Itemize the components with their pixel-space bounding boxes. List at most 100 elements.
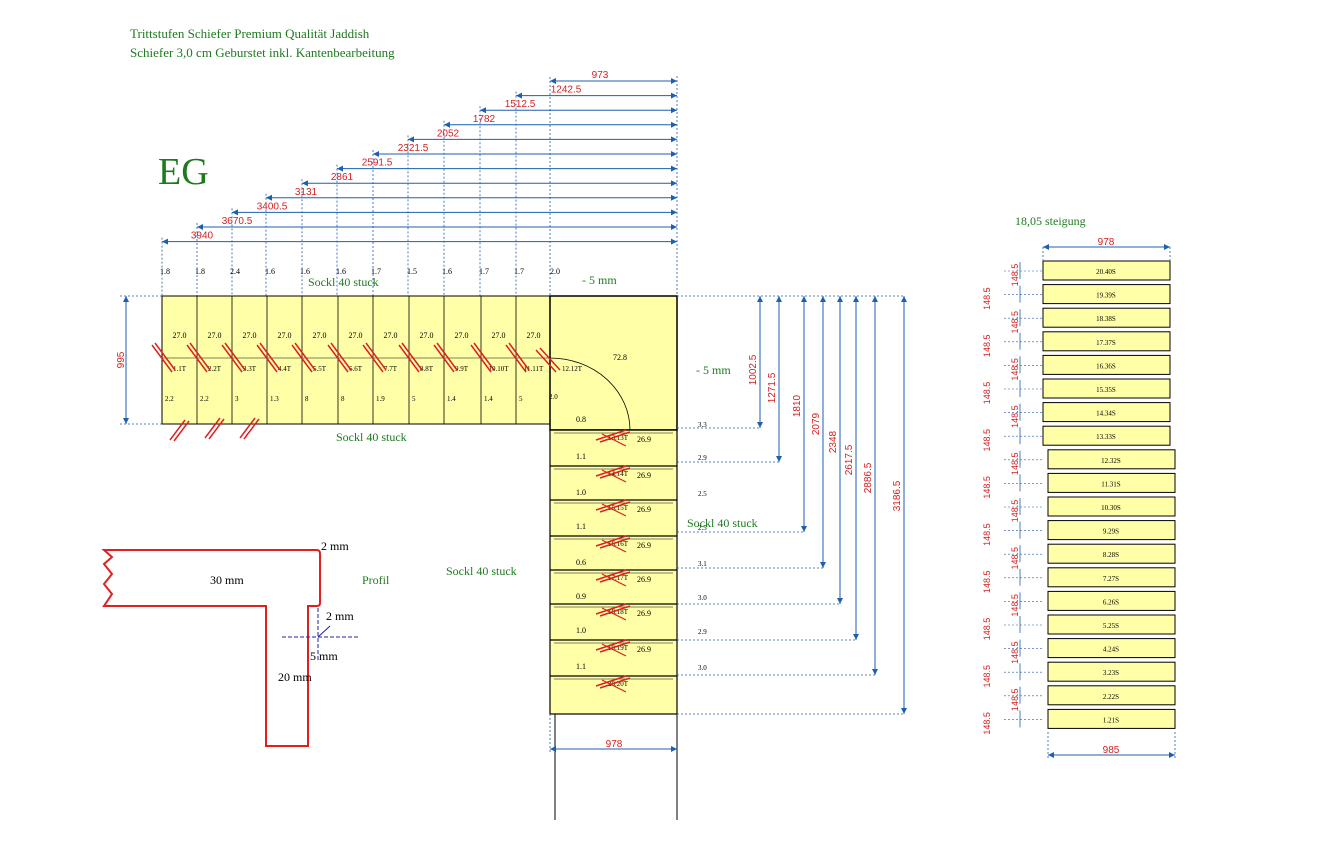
riser-board-6 [1042, 378, 1171, 399]
lower-step-id-3: 15.15T [608, 504, 629, 512]
left-dim-value: 995 [116, 351, 127, 368]
upper-hatch-a-3 [221, 344, 243, 373]
riser-height-2: 148.5 [982, 287, 992, 310]
sockl-label-3: Sockl 40 stuck [446, 564, 517, 578]
upper-step-bottom-3: 3 [235, 395, 239, 403]
lower-hatch-b-6 [599, 605, 631, 617]
upper-hatch-a-11 [505, 344, 527, 373]
upper-step-bottom-2: 2.2 [200, 395, 209, 403]
upper-step-id-11: 11.11T [524, 365, 544, 373]
riser-board-13 [1047, 543, 1176, 564]
top-dim-value-4: 1782 [473, 114, 496, 125]
riser-label-7: 14.34S [1096, 410, 1116, 418]
upper-bottom-hatch-b-3 [243, 418, 260, 440]
lower-step-width-5: 26.9 [637, 575, 651, 584]
profile-offset: 5 mm [310, 649, 338, 663]
lower-step-gap-4: 0.6 [576, 558, 586, 567]
riser-height-1: 148.5 [1010, 264, 1020, 287]
lower-hatch-a-5 [595, 569, 627, 581]
lower-hatch-a-8 [595, 675, 627, 687]
lower-step-id-4: 16.16T [608, 540, 629, 548]
upper-step-id-2: 2.2T [208, 365, 222, 373]
top-dim-line-2-arrow-right [671, 92, 677, 99]
top-dim-value-11: 3670.5 [222, 216, 253, 227]
lower-hatch-b-8 [599, 677, 631, 689]
lower-step-right-gap-7: 3.0 [698, 664, 707, 672]
profile-label: Profil [362, 573, 390, 587]
upper-step-bottom-8: 5 [412, 395, 416, 403]
lower-hatch-b-2 [599, 467, 631, 479]
upper-step-id-3: 3.3T [243, 365, 257, 373]
riser-top-dim-line-arrow-right [1164, 244, 1170, 250]
profile-side: 20 mm [278, 670, 312, 684]
upper-step-width-4: 27.0 [278, 331, 292, 340]
top-dim-line-4-arrow-right [671, 121, 677, 128]
riser-board-15 [1047, 590, 1176, 611]
upper-step-width-9: 27.0 [455, 331, 469, 340]
riser-label-19: 2.22S [1103, 693, 1119, 701]
top-dim-value-7: 2591.5 [362, 158, 393, 169]
top-dim-line-10-arrow-right [671, 209, 677, 216]
upper-hatch-a-8 [398, 344, 420, 373]
landing-hatch-b [539, 347, 561, 371]
upper-bottom-hatch-a-3 [239, 417, 256, 439]
profile-outline [101, 549, 321, 747]
lower-hatch-c-3 [601, 503, 627, 517]
landing-step [549, 295, 678, 431]
riser-board-2 [1042, 284, 1171, 305]
top-dim-value-3: 1512.5 [505, 99, 536, 110]
upper-bottom-hatch-b-2 [208, 418, 225, 440]
lower-step-id-6: 18.18T [608, 608, 629, 616]
top-dim-line-3-arrow-left [480, 107, 486, 114]
riser-label-5: 16.36S [1096, 362, 1116, 370]
riser-board-17 [1047, 638, 1176, 659]
right-dim-value-8: 3186.5 [892, 480, 903, 511]
top-dim-line-6-arrow-left [373, 151, 379, 157]
upper-step-bottom-10: 1.4 [484, 395, 493, 403]
lower-hatch-b-1 [599, 431, 631, 443]
sockl-label-4: Sockl 40 stuck [687, 516, 758, 530]
upper-gap-label-9: 1.6 [442, 267, 452, 276]
top-dim-value-9: 3131 [295, 187, 318, 198]
lower-step-gap-1: 1.1 [576, 452, 586, 461]
lower-step-id-7: 19.19T [608, 644, 629, 652]
riser-height-15: 148.5 [1010, 594, 1020, 617]
profile-radius-top: 2 mm [321, 539, 349, 553]
header-line-2: Schiefer 3,0 cm Geburstet inkl. Kantenbe… [130, 45, 395, 60]
top-dim-line-8-arrow-right [671, 180, 677, 187]
right-dim-line-8-arrow-bottom [901, 708, 907, 714]
riser-board-5 [1042, 354, 1171, 375]
riser-board-20 [1047, 708, 1176, 729]
upper-hatch-a-6 [327, 344, 349, 373]
profile-crosshair-diag [317, 625, 331, 638]
riser-label-3: 18.38S [1096, 315, 1116, 323]
landing-bottom-right: 2.0 [549, 393, 558, 401]
right-dim-line-2-arrow-bottom [776, 456, 782, 462]
top-dim-line-7-arrow-left [337, 165, 343, 172]
riser-height-5: 148.5 [1010, 358, 1020, 381]
top-dim-line-12-arrow-left [162, 238, 168, 245]
riser-height-18: 148.5 [982, 665, 992, 688]
top-dim-line-11-arrow-left [197, 224, 203, 230]
riser-bottom-dim-line-arrow-right [1169, 752, 1175, 758]
top-dim-line-1-arrow-right [671, 78, 677, 84]
bottom-dim-value: 978 [606, 739, 623, 750]
top-dim-value-6: 2321.5 [398, 143, 429, 154]
upper-hatch-a-2 [186, 344, 208, 373]
riser-label-10: 11.31S [1101, 480, 1120, 488]
lower-hatch-a-6 [595, 603, 627, 615]
top-dim-line-9-arrow-right [671, 194, 677, 201]
upper-gap-label-10: 1.7 [479, 267, 489, 276]
bottom-dim-line-arrow-left [550, 746, 556, 752]
riser-top-dim-line-arrow-left [1043, 244, 1049, 250]
upper-step-id-5: 5.5T [313, 365, 327, 373]
lower-step-gap-6: 1.0 [576, 626, 586, 635]
right-dim-line-7-arrow-top [872, 296, 878, 302]
lower-step-right-gap-2: 2.5 [698, 490, 707, 498]
upper-step-bottom-7: 1.9 [376, 395, 385, 403]
lower-hatch-a-1 [595, 429, 627, 441]
upper-hatch-b-11 [508, 342, 530, 371]
lower-step-width-2: 26.9 [637, 471, 651, 480]
upper-step-width-5: 27.0 [313, 331, 327, 340]
